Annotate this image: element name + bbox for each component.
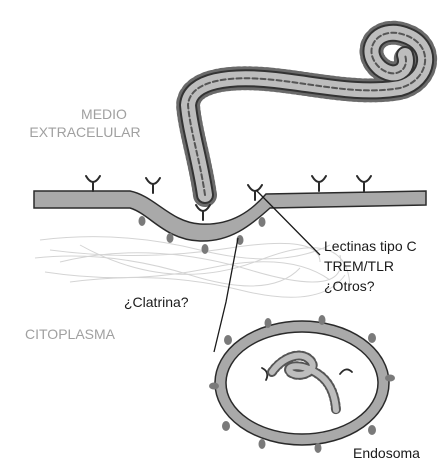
virion-envelope	[188, 33, 425, 195]
virion-body	[188, 33, 425, 195]
cytoskeleton-fibers	[35, 237, 350, 298]
label-extracelular: EXTRACELULAR	[29, 124, 140, 140]
label-trem: TREM/TLR	[324, 258, 394, 274]
virion-nucleocapsid	[188, 33, 425, 195]
label-lectinas: Lectinas tipo C	[324, 238, 417, 254]
label-clatrina: ¿Clatrina?	[124, 294, 189, 310]
label-otros: ¿Otros?	[324, 278, 375, 294]
virion-spike-halo	[188, 33, 425, 195]
endosome-lumen	[226, 332, 378, 434]
endosome	[209, 315, 395, 453]
ebola-virion	[188, 33, 425, 195]
label-medio: MEDIO	[81, 106, 127, 122]
label-endosoma: Endosoma	[353, 445, 420, 461]
plasma-membrane	[34, 191, 426, 241]
label-citoplasma: CITOPLASMA	[25, 326, 116, 342]
